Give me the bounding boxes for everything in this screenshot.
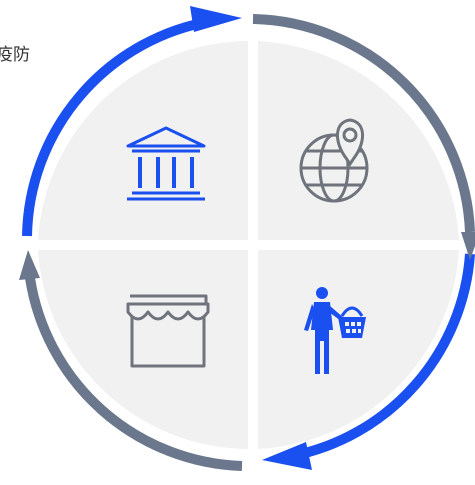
cycle-arrows	[22, 14, 475, 471]
quadrant-bottom-left	[38, 250, 248, 449]
arrowhead-right	[461, 232, 475, 260]
globe-location-pin-icon	[299, 118, 369, 203]
government-building-icon	[126, 126, 206, 201]
shopper-with-basket-icon	[304, 287, 366, 374]
arc-top-to-right	[252, 14, 475, 233]
arc-bottom-to-left	[25, 277, 243, 471]
arc-left-to-top	[22, 16, 213, 237]
arc-right-to-bottom	[291, 253, 475, 461]
quadrant-bottom-right	[258, 250, 459, 449]
arrowheads	[19, 6, 475, 470]
arrowhead-top	[190, 6, 242, 32]
storefront-icon	[126, 294, 210, 368]
arrowhead-left	[19, 250, 40, 280]
quadrant-panels	[38, 41, 459, 449]
caption-text: 疫防	[0, 45, 30, 65]
arrowhead-bottom	[262, 442, 312, 470]
